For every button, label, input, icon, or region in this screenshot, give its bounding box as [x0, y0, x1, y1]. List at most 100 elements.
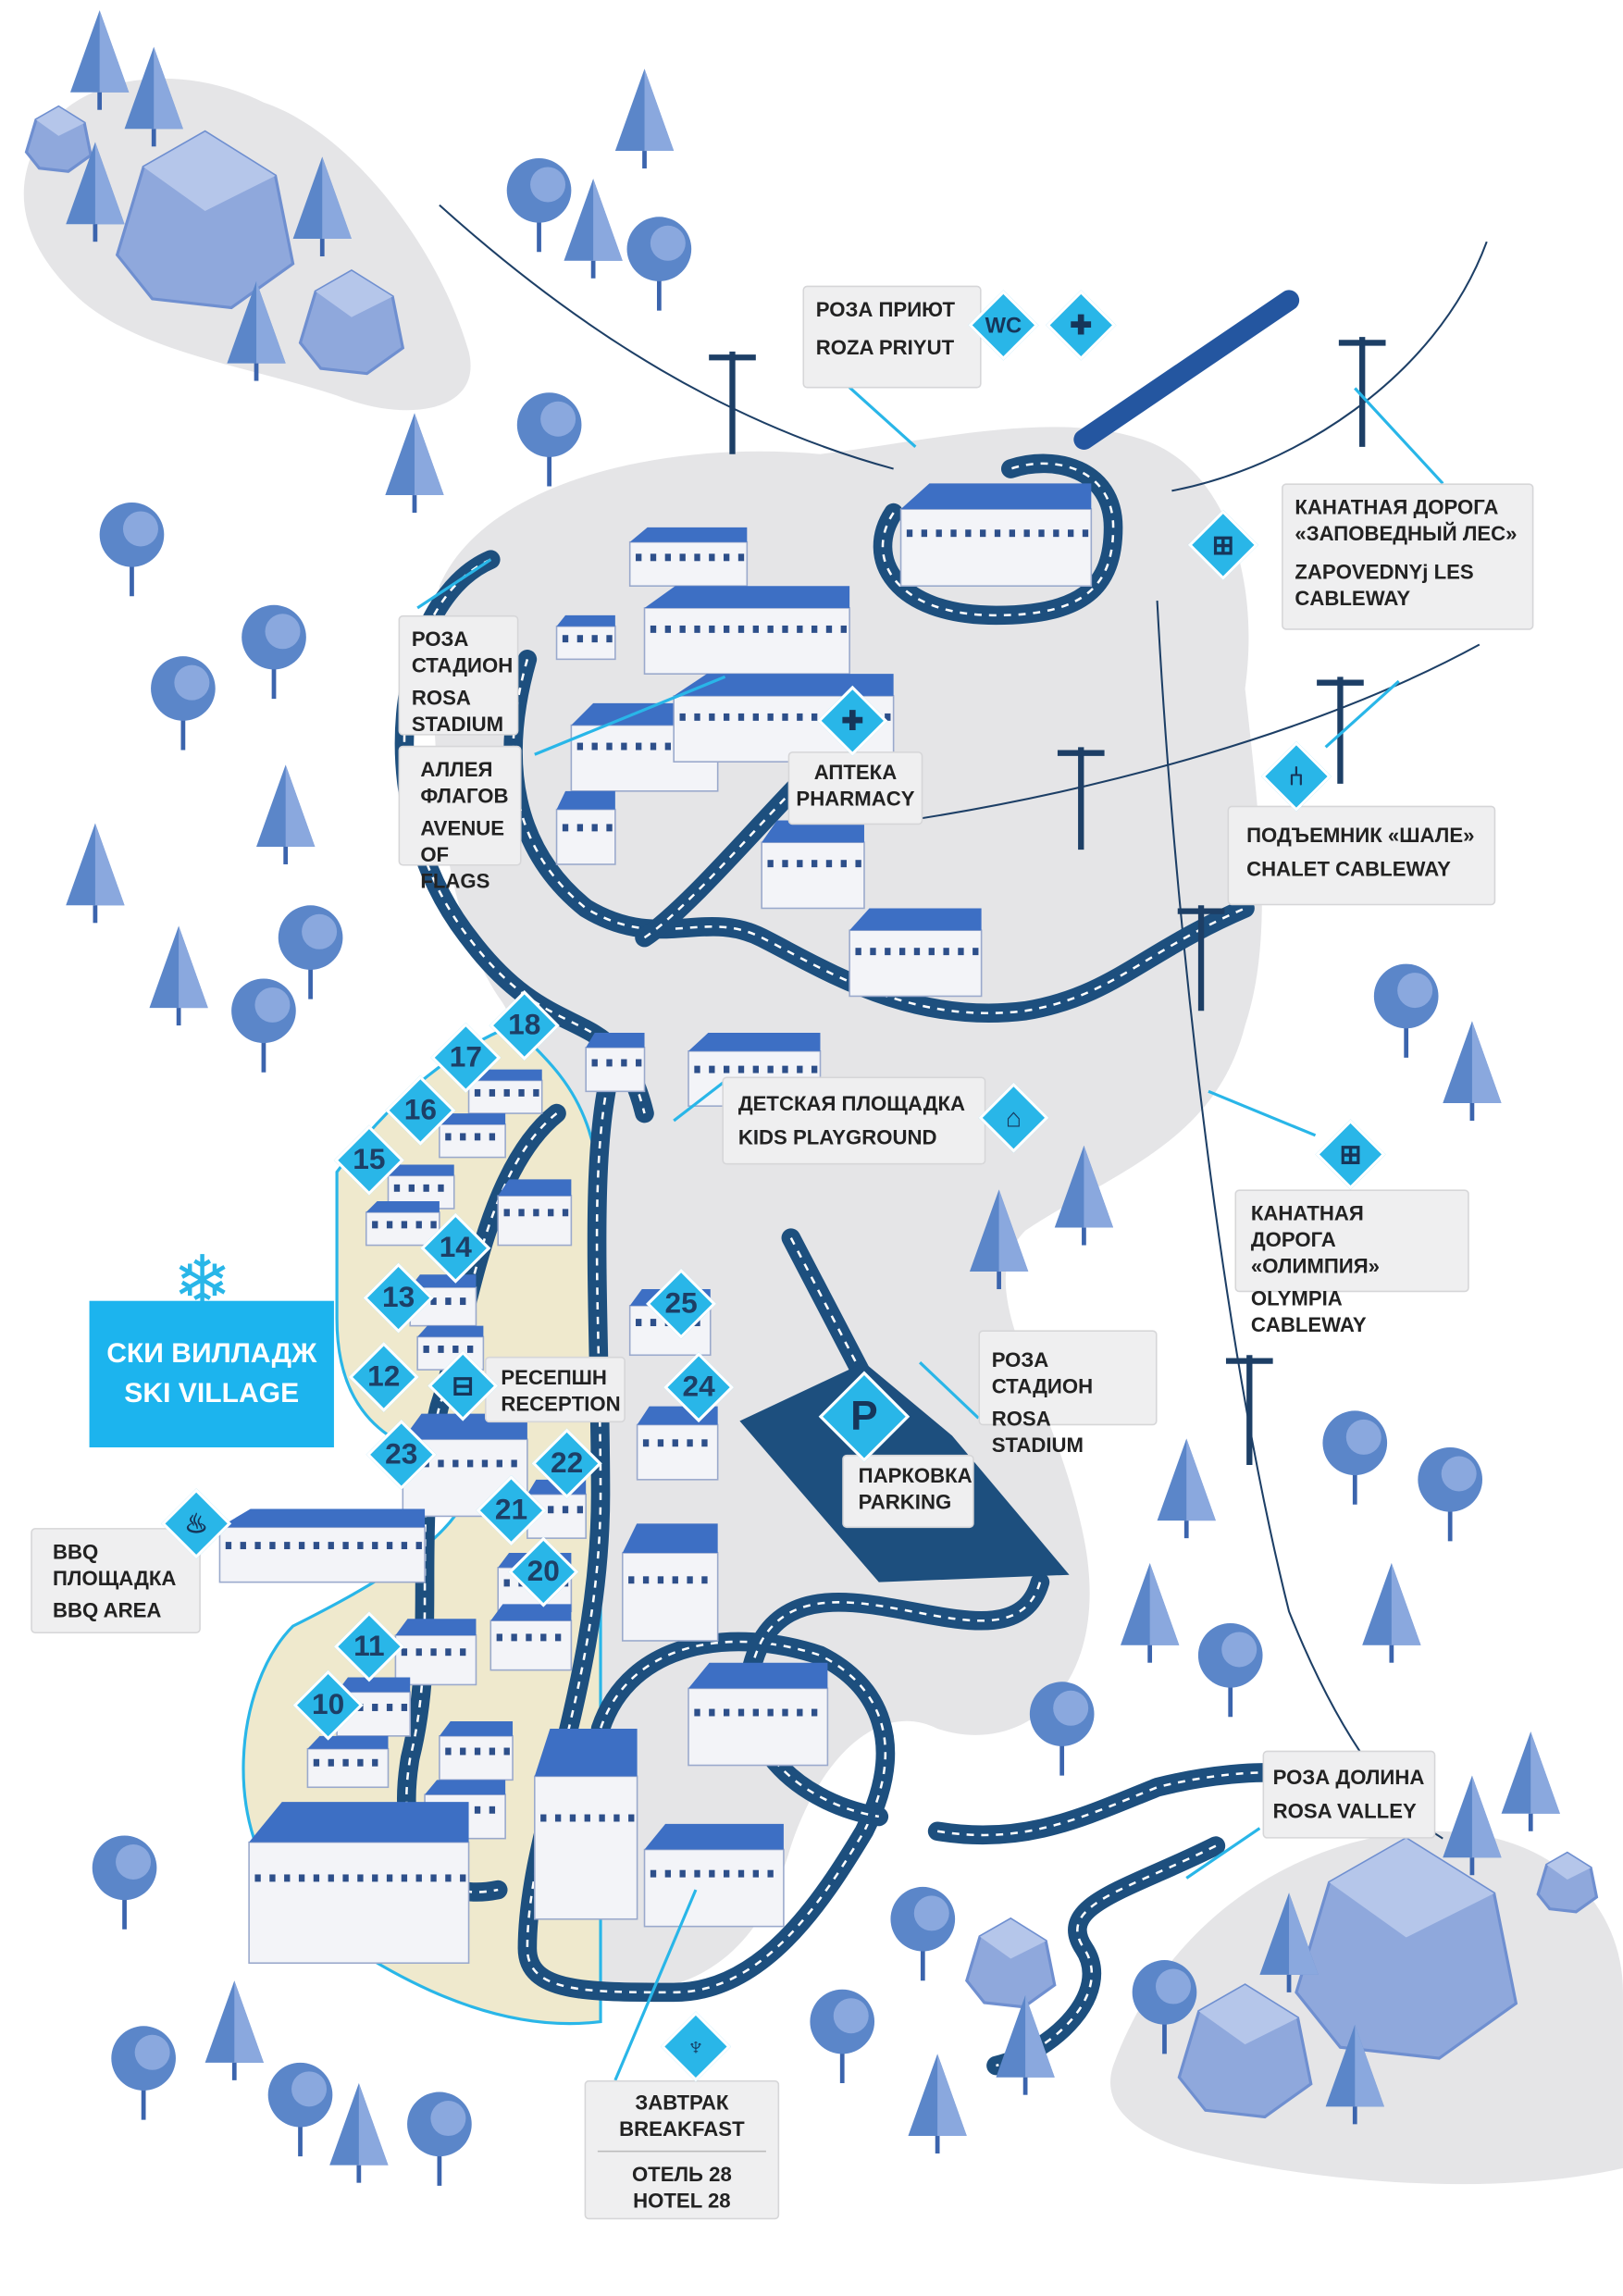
road-marking: [936, 1771, 1263, 1837]
tree-shade: [1149, 1563, 1180, 1645]
cable-car-icon: ⊞: [1198, 520, 1248, 570]
building-window: [554, 1814, 562, 1822]
building-window: [357, 1758, 364, 1767]
building-window: [724, 1869, 730, 1878]
building-window: [269, 1542, 276, 1550]
building-roof: [556, 614, 615, 627]
label-reception: РЕСЕПШН RECEPTION: [484, 1356, 626, 1423]
house-number-label: 16: [403, 1093, 437, 1126]
building-roof: [249, 1802, 469, 1843]
building-window: [811, 713, 818, 721]
building-window: [679, 1869, 686, 1878]
building-window: [533, 1209, 539, 1217]
building-roof: [395, 1619, 477, 1636]
building-window: [1053, 529, 1059, 538]
building-window: [664, 1869, 672, 1878]
tree-shade: [937, 2054, 967, 2137]
rock-highlight: [980, 1918, 1047, 1959]
building-window: [562, 635, 569, 643]
building-window: [254, 1874, 261, 1882]
building-window: [664, 742, 672, 751]
building-window: [1082, 529, 1089, 538]
building-window: [342, 1874, 349, 1882]
building-window: [935, 529, 942, 538]
tree-shade: [234, 1980, 264, 2063]
label-en: AVENUE: [420, 815, 505, 840]
label-en: HOTEL 28: [633, 2189, 731, 2213]
building-window: [438, 1459, 444, 1468]
ski-village-sign: СКИ ВИЛЛАДЖ SKI VILLAGE: [89, 1300, 334, 1448]
building-window: [540, 1633, 547, 1642]
building-window: [782, 713, 788, 721]
building-window: [298, 1542, 305, 1550]
building-window: [438, 1184, 444, 1192]
building-window: [466, 1459, 474, 1468]
building-window: [313, 1542, 320, 1550]
tree-shade: [134, 2034, 170, 2070]
label-ru: ОТЕЛЬ 28: [631, 2162, 732, 2186]
building-window: [576, 1506, 584, 1514]
tree-shade: [1471, 1021, 1502, 1103]
building-window: [679, 713, 686, 721]
building-window: [511, 1459, 517, 1468]
label-en: PHARMACY: [796, 787, 915, 811]
building-window: [906, 529, 913, 538]
label-en: RECEPTION: [501, 1391, 621, 1416]
building-window: [269, 1874, 276, 1882]
building-roof: [365, 1201, 440, 1212]
pylons: [709, 337, 1386, 1465]
tree-shade: [430, 2101, 466, 2137]
building-window: [599, 1814, 605, 1822]
building-window: [664, 553, 672, 562]
building-window: [840, 625, 847, 633]
building-window: [687, 1576, 693, 1584]
building-window: [452, 1345, 459, 1353]
building-wall: [849, 929, 983, 998]
building-window: [430, 1648, 437, 1657]
building-roof: [534, 1728, 638, 1777]
tree-shade: [1471, 1775, 1502, 1858]
building-wall: [761, 841, 865, 910]
building-window: [797, 625, 803, 633]
building-window: [401, 1648, 408, 1657]
house-number-25: 25: [656, 1279, 706, 1329]
house-number-label: 14: [439, 1231, 472, 1264]
building-wall: [439, 1735, 514, 1781]
label-ru: «ЗАПОВЕДНЫЙ ЛЕС»: [1295, 521, 1518, 545]
building-window: [460, 1297, 466, 1306]
tree-shade: [1397, 973, 1433, 1009]
label-en: ROSA: [411, 685, 471, 710]
house-number-11: 11: [344, 1621, 394, 1671]
building-roof: [417, 1325, 484, 1337]
wc-icon: WC: [978, 301, 1028, 351]
label-en: ROSA STADIUM: [991, 1406, 1084, 1457]
chairlift-icon: ⑃: [1271, 751, 1321, 801]
building-window: [621, 742, 627, 751]
building-window: [752, 713, 759, 721]
label-zapovedny-cableway: КАНАТНАЯ ДОРОГА «ЗАПОВЕДНЫЙ ЛЕС» ZAPOVED…: [1282, 483, 1534, 630]
tree-shade: [913, 1895, 949, 1931]
building-window: [709, 625, 715, 633]
building-window: [767, 625, 774, 633]
building-window: [540, 1814, 547, 1822]
label-en: CABLEWAY: [1295, 586, 1411, 610]
house-number-10: 10: [304, 1681, 353, 1731]
building-window: [694, 1065, 700, 1074]
tree-shade: [593, 179, 623, 261]
building-window: [636, 742, 642, 751]
building-window: [562, 824, 569, 832]
building-window: [481, 1459, 489, 1468]
label-en: STADIUM: [411, 712, 504, 736]
building-wall: [394, 1634, 477, 1686]
building-window: [518, 1209, 525, 1217]
building-window: [650, 1869, 657, 1878]
building-roof: [629, 527, 748, 542]
tree-shade: [1530, 1731, 1560, 1814]
building-window: [642, 1576, 650, 1584]
tree-shade: [1289, 1893, 1319, 1975]
building-window: [372, 1542, 378, 1550]
building-window: [724, 713, 730, 721]
tree-shade: [1391, 1563, 1421, 1645]
building-window: [709, 1065, 715, 1074]
building-window: [797, 713, 803, 721]
